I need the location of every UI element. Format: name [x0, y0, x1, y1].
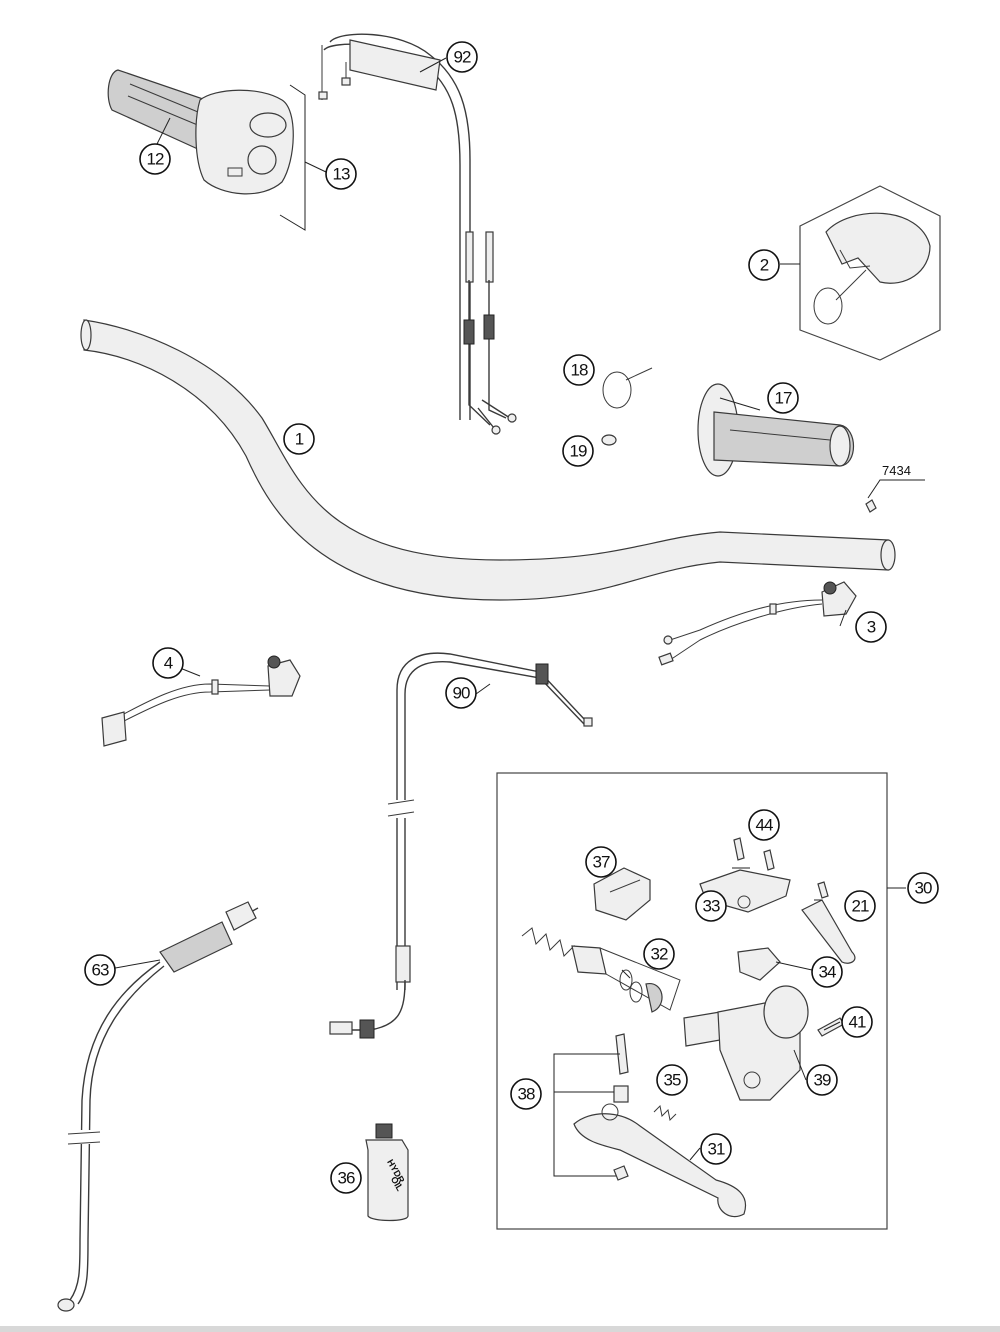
- master-cylinder-assembly-box: [496, 772, 906, 1230]
- screw-7434-part: [865, 479, 925, 513]
- svg-text:36: 36: [338, 1169, 355, 1188]
- svg-text:32: 32: [651, 945, 668, 964]
- callout-44: 44: [748, 809, 780, 841]
- callout-17: 17: [767, 382, 799, 414]
- svg-text:44: 44: [756, 816, 773, 835]
- label-7434: 7434: [882, 463, 911, 478]
- svg-text:31: 31: [708, 1140, 725, 1159]
- callout-41: 41: [841, 1006, 873, 1038]
- callout-32: 32: [643, 938, 675, 970]
- handlebar-part: [80, 319, 896, 601]
- kill-switch-right-part: [658, 581, 857, 666]
- callout-35: 35: [656, 1064, 688, 1096]
- svg-text:38: 38: [518, 1085, 535, 1104]
- callout-63: 63: [84, 954, 116, 986]
- grip-clamp-part: [799, 185, 941, 361]
- svg-text:21: 21: [852, 897, 869, 916]
- svg-text:18: 18: [571, 361, 588, 380]
- callout-39: 39: [806, 1064, 838, 1096]
- svg-text:7434: 7434: [882, 463, 911, 478]
- plug-part: [601, 434, 617, 446]
- svg-text:33: 33: [703, 897, 720, 916]
- clutch-cable-part: [329, 652, 593, 1039]
- bottom-rule: [0, 1326, 1000, 1332]
- svg-text:19: 19: [570, 442, 587, 461]
- callout-3: 3: [855, 611, 887, 643]
- callout-2: 2: [748, 249, 780, 281]
- svg-text:4: 4: [164, 654, 173, 673]
- svg-text:30: 30: [915, 879, 932, 898]
- svg-text:17: 17: [775, 389, 792, 408]
- callout-19: 19: [562, 435, 594, 467]
- svg-text:1: 1: [295, 430, 304, 449]
- callout-90: 90: [445, 677, 477, 709]
- throttle-cables-part: [318, 33, 517, 435]
- callout-12: 12: [139, 143, 171, 175]
- callout-18: 18: [563, 354, 595, 386]
- hot-start-cable-part: [57, 901, 259, 1312]
- svg-text:3: 3: [867, 618, 876, 637]
- left-grip-part: [697, 383, 854, 477]
- svg-text:2: 2: [760, 256, 769, 275]
- throttle-grip-part: [107, 69, 294, 195]
- svg-text:37: 37: [593, 853, 610, 872]
- callout-37: 37: [585, 846, 617, 878]
- svg-text:90: 90: [453, 684, 470, 703]
- callout-34: 34: [811, 956, 843, 988]
- callout-13: 13: [325, 158, 357, 190]
- svg-text:92: 92: [454, 48, 471, 67]
- callout-92: 92: [446, 41, 478, 73]
- svg-text:39: 39: [814, 1071, 831, 1090]
- kill-switch-left-part: [101, 655, 301, 747]
- leader-lines: [103, 57, 847, 1161]
- svg-text:12: 12: [147, 150, 164, 169]
- svg-text:41: 41: [849, 1013, 866, 1032]
- svg-text:34: 34: [819, 963, 836, 982]
- callout-4: 4: [152, 647, 184, 679]
- svg-text:13: 13: [333, 165, 350, 184]
- callout-30: 30: [907, 872, 939, 904]
- callout-36: 36: [330, 1162, 362, 1194]
- hydraulic-oil-bottle-part: HYDR. OIL: [365, 1123, 409, 1222]
- callout-38: 38: [510, 1078, 542, 1110]
- master-cylinder-parts: [521, 837, 856, 1218]
- cable-tie-part: [602, 367, 653, 409]
- callout-21: 21: [844, 890, 876, 922]
- svg-text:35: 35: [664, 1071, 681, 1090]
- callout-31: 31: [700, 1133, 732, 1165]
- svg-text:63: 63: [92, 961, 109, 980]
- callout-1: 1: [283, 423, 315, 455]
- callout-33: 33: [695, 890, 727, 922]
